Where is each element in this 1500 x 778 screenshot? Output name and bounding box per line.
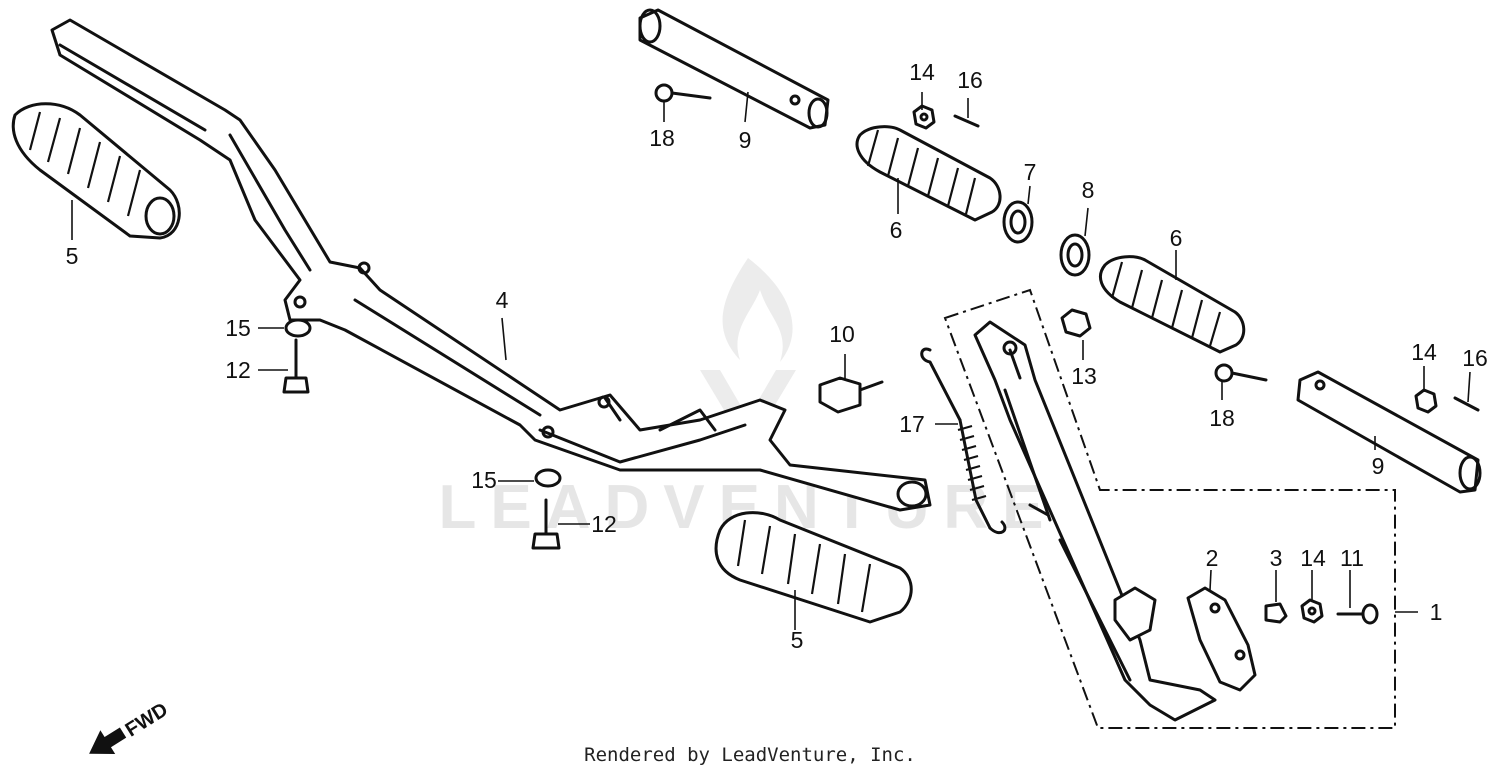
part-1-side-stand-group bbox=[943, 288, 1396, 729]
callout-6: 6 bbox=[1170, 225, 1183, 251]
part-15-washer-lower bbox=[534, 468, 562, 488]
callout-12: 12 bbox=[225, 357, 251, 383]
callout-12: 12 bbox=[591, 511, 617, 537]
part-9-pivot-pin-upper bbox=[638, 8, 830, 130]
part-17-spring bbox=[920, 347, 1007, 535]
callout-18: 18 bbox=[1209, 405, 1235, 431]
callout-5: 5 bbox=[66, 243, 79, 269]
callout-11: 11 bbox=[1340, 545, 1364, 571]
part-5-footpeg-rubber-right bbox=[714, 511, 913, 624]
callout-3: 3 bbox=[1270, 545, 1283, 571]
callout-17: 17 bbox=[899, 411, 925, 437]
part-5-footpeg-rubber-left bbox=[11, 102, 181, 240]
part-3-pivot-bolt bbox=[1264, 602, 1288, 624]
callout-1: 1 bbox=[1430, 599, 1443, 625]
part-10-bolt bbox=[818, 376, 884, 414]
part-6-grip-lower bbox=[1099, 255, 1246, 354]
watermark-v-icon bbox=[700, 370, 796, 450]
part-13-nut bbox=[1060, 308, 1092, 338]
callout-8: 8 bbox=[1082, 177, 1095, 203]
part-14-nut-lower bbox=[1414, 388, 1438, 414]
watermark-flame-icon bbox=[722, 258, 793, 362]
part-9-pivot-pin-lower bbox=[1296, 370, 1482, 494]
callout-6: 6 bbox=[890, 217, 903, 243]
part-7-washer bbox=[1002, 200, 1034, 244]
part-18-clevis-pin-upper bbox=[654, 83, 712, 103]
callout-10: 10 bbox=[829, 321, 855, 347]
callout-2: 2 bbox=[1206, 545, 1219, 571]
part-6-grip-upper bbox=[855, 125, 1002, 222]
part-12-bolt-upper bbox=[282, 338, 310, 394]
part-11-bolt bbox=[1336, 603, 1379, 625]
callouts: 5 5 4 9 9 18 18 14 14 14 16 16 6 6 7 8 1… bbox=[66, 59, 1488, 653]
callout-14: 14 bbox=[1300, 545, 1326, 571]
callout-7: 7 bbox=[1024, 159, 1037, 185]
part-15-washer-upper bbox=[284, 318, 312, 338]
part-8-washer bbox=[1059, 233, 1091, 277]
part-16-cotter-pin-lower bbox=[1453, 396, 1480, 412]
part-18-clevis-pin-lower bbox=[1214, 363, 1268, 383]
callout-5: 5 bbox=[791, 627, 804, 653]
arrow-left-icon bbox=[89, 727, 127, 755]
callout-18: 18 bbox=[649, 125, 675, 151]
callout-16: 16 bbox=[1462, 345, 1488, 371]
callout-4: 4 bbox=[496, 287, 509, 313]
callout-15: 15 bbox=[471, 467, 497, 493]
callout-9: 9 bbox=[739, 127, 752, 153]
callout-14: 14 bbox=[1411, 339, 1437, 365]
callout-13: 13 bbox=[1071, 363, 1097, 389]
fwd-label: FWD bbox=[122, 699, 172, 742]
callout-15: 15 bbox=[225, 315, 251, 341]
callout-16: 16 bbox=[957, 67, 983, 93]
part-4-step-bar bbox=[50, 18, 932, 512]
part-14-nut-upper bbox=[912, 104, 936, 130]
part-14-nut-stand bbox=[1300, 598, 1324, 624]
render-credit: Rendered by LeadVenture, Inc. bbox=[584, 744, 916, 766]
leader-lines bbox=[71, 91, 1471, 630]
part-12-bolt-lower bbox=[531, 498, 561, 550]
callout-9: 9 bbox=[1372, 453, 1385, 479]
part-16-cotter-pin-upper bbox=[953, 114, 980, 128]
callout-14: 14 bbox=[909, 59, 935, 85]
part-2-bracket bbox=[1186, 586, 1257, 692]
